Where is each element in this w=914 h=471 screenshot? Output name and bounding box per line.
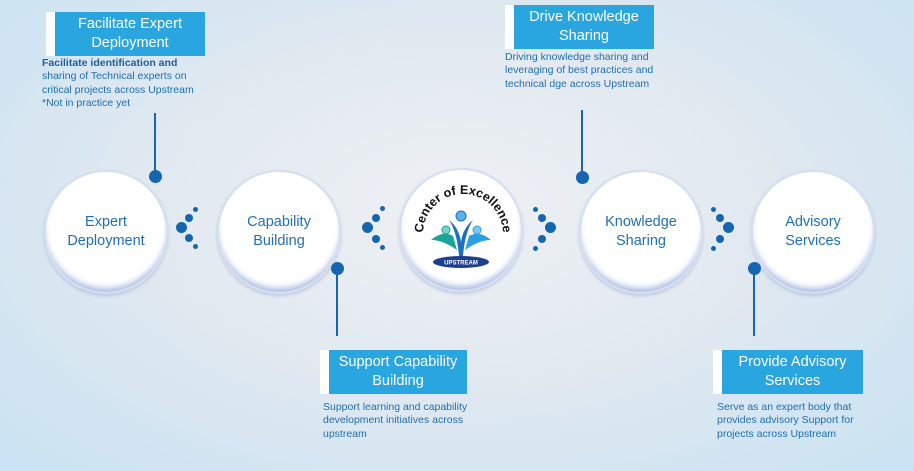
node-label: Knowledge xyxy=(605,214,677,230)
connector-dot xyxy=(331,262,344,275)
callout-title-knowledge-sharing: Drive Knowledge Sharing xyxy=(505,5,654,49)
flow-dot xyxy=(711,246,716,251)
callout-title-line: Provide Advisory xyxy=(738,354,847,370)
flow-dot xyxy=(380,206,385,211)
flow-dot xyxy=(193,244,198,249)
desc-line: Driving knowledge sharing and xyxy=(505,51,649,63)
svg-text:Center of Excellence: Center of Excellence xyxy=(412,183,514,233)
flow-dot xyxy=(380,245,385,250)
connector-dot xyxy=(576,171,589,184)
callout-title-line: Sharing xyxy=(559,28,609,44)
flow-dot xyxy=(716,235,724,243)
callout-title-line: Building xyxy=(372,373,424,389)
coe-emblem-icon: Center of Excellence UPSTREAM xyxy=(412,183,514,268)
connector-stem xyxy=(336,272,338,336)
desc-line: sharing of Technical experts on xyxy=(42,70,187,83)
flow-dot xyxy=(716,214,724,222)
desc-line: critical projects across Upstream xyxy=(42,83,194,96)
node-label: Services xyxy=(785,233,841,249)
node-label: Sharing xyxy=(616,233,666,249)
callout-title-capability-building: Support Capability Building xyxy=(320,350,467,394)
desc-line: leveraging of best practices and xyxy=(505,64,654,77)
logo-arc-text: Center of Excellence xyxy=(412,183,514,233)
desc-line: upstream xyxy=(323,427,367,440)
flow-dot xyxy=(545,222,556,233)
flow-dot xyxy=(362,222,373,233)
callout-title-line: Drive Knowledge xyxy=(529,9,639,25)
node-label: Building xyxy=(253,233,305,249)
flow-dot xyxy=(372,214,380,222)
flow-dot xyxy=(372,235,380,243)
desc-line: Support learning and capability xyxy=(323,401,468,413)
desc-line: technical dge across Upstream xyxy=(505,77,650,90)
node-label: Advisory xyxy=(785,214,841,230)
connector-stem xyxy=(581,110,583,175)
desc-line: Serve as an expert body that xyxy=(717,401,852,413)
flow-dot xyxy=(538,214,546,222)
flow-dot xyxy=(533,207,538,212)
callout-desc-knowledge-sharing: Driving knowledge sharing and leveraging… xyxy=(505,51,705,91)
flow-dot xyxy=(533,246,538,251)
callout-title-expert-deployment: Facilitate Expert Deployment xyxy=(46,12,205,56)
callout-title-line: Support Capability xyxy=(338,354,458,370)
connector-dot xyxy=(149,170,162,183)
callout-desc-expert-deployment: Facilitate identification and sharing of… xyxy=(42,57,242,111)
callout-desc-advisory-services: Serve as an expert body that provides ad… xyxy=(717,401,907,441)
flow-dot xyxy=(176,222,187,233)
center-of-excellence-logo: Center of Excellence UPSTREAM xyxy=(399,168,523,292)
callout-desc-capability-building: Support learning and capability developm… xyxy=(323,401,523,441)
logo-banner-text: UPSTREAM xyxy=(444,261,478,267)
flow-dot xyxy=(711,207,716,212)
flow-dot xyxy=(193,207,198,212)
flow-dot xyxy=(538,235,546,243)
flow-dot xyxy=(185,234,193,242)
flow-dot xyxy=(723,222,734,233)
node-advisory-services[interactable]: Advisory Services xyxy=(751,170,875,294)
desc-line: projects across Upstream xyxy=(717,427,837,440)
desc-line: provides advisory Support for xyxy=(717,414,854,427)
node-label: Deployment xyxy=(67,233,145,249)
connector-dot xyxy=(748,262,761,275)
flow-dot xyxy=(185,214,193,222)
connector-stem xyxy=(154,113,156,175)
node-label: Capability xyxy=(247,214,311,230)
desc-line: *Not in practice yet xyxy=(42,97,131,110)
connector-stem xyxy=(753,272,755,336)
desc-line: Facilitate identification and xyxy=(42,57,178,69)
desc-line: development initiatives across xyxy=(323,414,464,427)
callout-title-line: Deployment xyxy=(91,35,169,51)
callout-title-line: Facilitate Expert xyxy=(78,16,182,32)
node-label: Expert xyxy=(85,214,127,230)
callout-title-line: Services xyxy=(764,373,821,389)
callout-title-advisory-services: Provide Advisory Services xyxy=(713,350,863,394)
node-expert-deployment[interactable]: Expert Deployment xyxy=(44,170,168,294)
node-knowledge-sharing[interactable]: Knowledge Sharing xyxy=(579,170,703,294)
node-capability-building[interactable]: Capability Building xyxy=(217,170,341,294)
